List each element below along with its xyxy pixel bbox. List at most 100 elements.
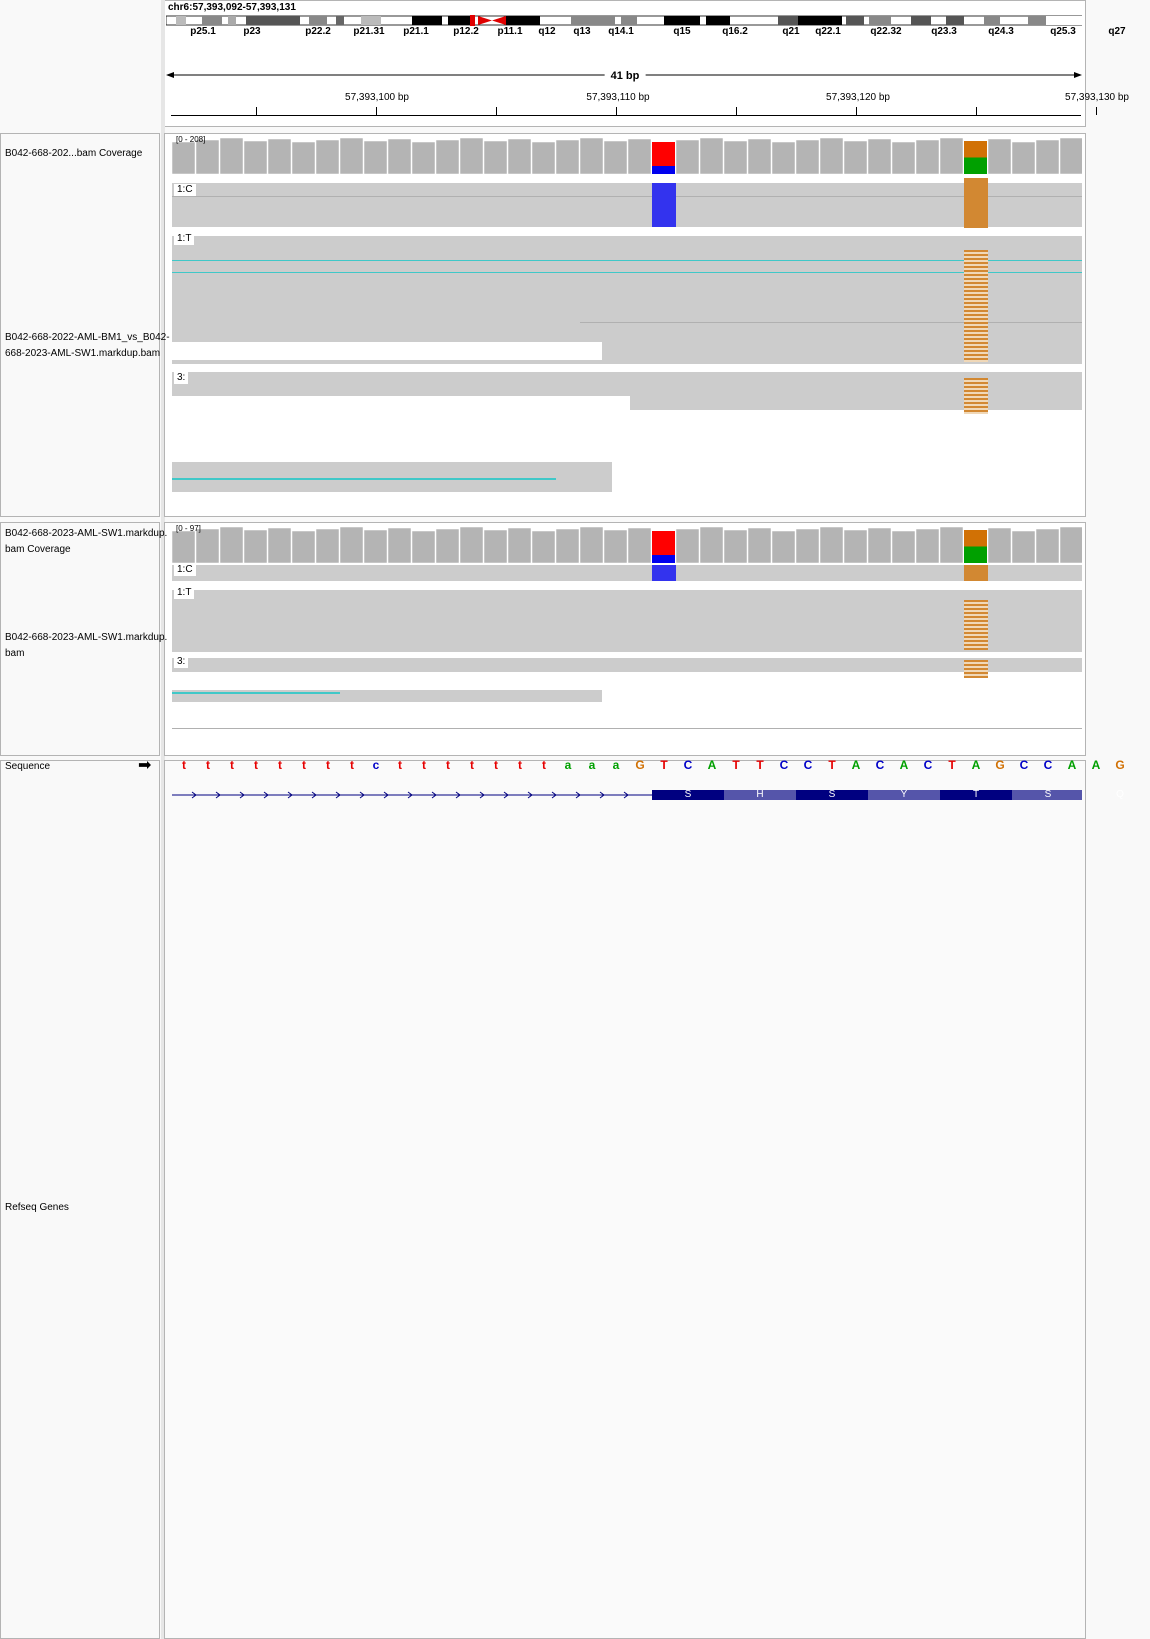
exon-block[interactable] <box>820 790 844 800</box>
coverage-bar-mismatch[interactable] <box>652 555 675 563</box>
coverage-bar[interactable] <box>675 528 700 563</box>
coverage-bar[interactable] <box>1035 139 1060 174</box>
coverage-bar[interactable] <box>723 529 748 563</box>
coverage-histogram-2[interactable] <box>172 523 1082 563</box>
read-group-1t[interactable] <box>172 590 1082 652</box>
coverage-bar[interactable] <box>747 138 772 174</box>
coverage-bar[interactable] <box>172 530 196 563</box>
coverage-bar[interactable] <box>339 526 364 563</box>
coverage-bar[interactable] <box>939 526 964 563</box>
coverage-bar[interactable] <box>1035 528 1060 563</box>
exon-block[interactable] <box>844 790 868 800</box>
exon-block[interactable] <box>916 790 940 800</box>
exon-block[interactable] <box>652 790 676 800</box>
coverage-bar-mismatch[interactable] <box>652 142 675 166</box>
coverage-bar[interactable] <box>1059 137 1082 174</box>
coverage-bar[interactable] <box>891 530 916 563</box>
coverage-bar[interactable] <box>867 527 892 563</box>
coverage-bar[interactable] <box>195 139 220 174</box>
coverage-bar[interactable] <box>507 527 532 563</box>
exon-block[interactable] <box>796 790 820 800</box>
coverage-bar[interactable] <box>579 526 604 563</box>
coverage-bar[interactable] <box>267 527 292 563</box>
coverage-bar[interactable] <box>459 137 484 174</box>
coverage-bar[interactable] <box>531 530 556 563</box>
coverage-bar[interactable] <box>891 141 916 174</box>
sequence-track-name[interactable]: Sequence <box>5 761 51 772</box>
coverage-bar[interactable] <box>291 141 316 174</box>
exon-block[interactable] <box>988 790 1012 800</box>
coverage-bar[interactable] <box>867 138 892 174</box>
coverage-bar[interactable] <box>363 529 388 563</box>
coverage-bar[interactable] <box>267 138 292 174</box>
exon-block[interactable] <box>964 790 988 800</box>
exon-block[interactable] <box>940 790 964 800</box>
coverage-bar[interactable] <box>219 137 244 174</box>
coverage-bar[interactable] <box>507 138 532 174</box>
read-group-3[interactable] <box>172 658 1082 672</box>
exon-block[interactable] <box>1036 790 1060 800</box>
exon-block[interactable] <box>868 790 892 800</box>
coverage-bar[interactable] <box>579 137 604 174</box>
exon-block[interactable] <box>1012 790 1036 800</box>
coverage-bar[interactable] <box>819 526 844 563</box>
panel-divider[interactable] <box>161 0 165 1639</box>
coverage-bar[interactable] <box>771 530 796 563</box>
coverage-bar[interactable] <box>387 527 412 563</box>
coverage-bar[interactable] <box>915 528 940 563</box>
coverage-bar[interactable] <box>675 139 700 174</box>
coverage-bar-mismatch[interactable] <box>964 546 987 564</box>
coverage-bar[interactable] <box>555 139 580 174</box>
coverage-bar[interactable] <box>723 140 748 174</box>
coverage-bar[interactable] <box>699 137 724 174</box>
exon-block[interactable] <box>1060 790 1082 800</box>
coverage-bar[interactable] <box>627 527 652 563</box>
coverage-bar[interactable] <box>915 139 940 174</box>
exon-block[interactable] <box>892 790 916 800</box>
coverage-bar[interactable] <box>627 138 652 174</box>
coverage-bar[interactable] <box>195 528 220 563</box>
coverage-bar-mismatch[interactable] <box>964 157 987 175</box>
coverage-bar[interactable] <box>747 527 772 563</box>
coverage-bar-mismatch[interactable] <box>652 531 675 555</box>
coverage-track-name[interactable]: B042-668-2023-AML-SW1.markdup.bam Covera… <box>5 528 168 555</box>
coverage-bar[interactable] <box>819 137 844 174</box>
coverage-bar[interactable] <box>243 140 268 174</box>
coverage-bar[interactable] <box>771 141 796 174</box>
coverage-bar[interactable] <box>243 529 268 563</box>
coverage-bar[interactable] <box>531 141 556 174</box>
coverage-bar[interactable] <box>411 530 436 563</box>
coverage-bar[interactable] <box>843 529 868 563</box>
read-group-1c[interactable] <box>172 565 1082 581</box>
coverage-bar[interactable] <box>1011 141 1036 174</box>
coverage-bar[interactable] <box>315 528 340 563</box>
coverage-bar[interactable] <box>435 528 460 563</box>
coverage-bar[interactable] <box>1011 530 1036 563</box>
coverage-bar[interactable] <box>795 139 820 174</box>
coverage-bar[interactable] <box>435 139 460 174</box>
right-arrow-icon[interactable]: ➡ <box>138 757 152 774</box>
coverage-bar[interactable] <box>483 140 508 174</box>
read-group-3[interactable] <box>172 372 1082 396</box>
coverage-bar[interactable] <box>603 140 628 174</box>
coverage-bar[interactable] <box>939 137 964 174</box>
coverage-bar[interactable] <box>387 138 412 174</box>
coverage-bar[interactable] <box>483 529 508 563</box>
exon-block[interactable] <box>772 790 796 800</box>
chromosome-ideogram[interactable] <box>166 15 1082 27</box>
coverage-bar-mismatch[interactable] <box>964 141 987 158</box>
exon-block[interactable] <box>748 790 772 800</box>
coverage-bar-mismatch[interactable] <box>964 530 987 547</box>
coverage-bar[interactable] <box>291 530 316 563</box>
coverage-bar[interactable] <box>339 137 364 174</box>
coverage-bar[interactable] <box>411 141 436 174</box>
coverage-bar[interactable] <box>795 528 820 563</box>
coverage-bar[interactable] <box>843 140 868 174</box>
coverage-bar[interactable] <box>219 526 244 563</box>
coverage-bar[interactable] <box>555 528 580 563</box>
coverage-bar[interactable] <box>315 139 340 174</box>
exon-block[interactable] <box>676 790 700 800</box>
read-group-1c[interactable] <box>172 183 1082 227</box>
exon-block[interactable] <box>724 790 748 800</box>
coverage-track-name[interactable]: B042-668-202...bam Coverage <box>5 148 143 159</box>
